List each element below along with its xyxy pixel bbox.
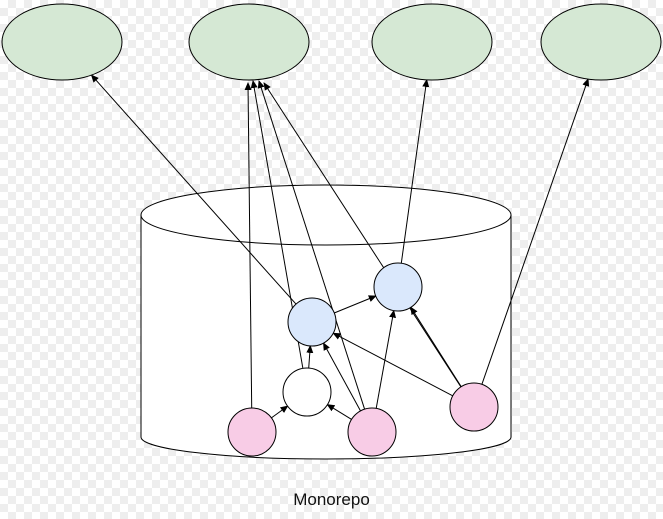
target-node-2[interactable] [188,3,310,81]
cylinder-top [140,184,512,246]
white-node[interactable] [282,367,332,417]
pink-node-middle[interactable] [347,407,397,457]
edge-p2-to-w1 [326,404,352,420]
edge-p2-to-b2 [375,309,397,409]
nodes-layer [1,3,662,457]
edge-b1-to-b2 [334,295,377,314]
edge-p2-to-b1 [323,342,361,412]
pink-node-right[interactable] [449,382,499,432]
monorepo-label: Monorepo [293,490,370,509]
edge-p3-to-t2 [263,82,462,388]
edge-b1-to-t1 [90,74,297,305]
edge-p3-to-b2 [410,306,462,387]
target-node-4[interactable] [540,3,662,81]
edge-p1-to-t2 [244,82,253,409]
edge-p3-to-t4 [481,78,590,385]
blue-node-right[interactable] [373,262,423,312]
edges-layer [90,74,590,420]
edge-w1-to-b1 [306,344,314,369]
target-node-3[interactable] [371,3,493,81]
pink-node-left[interactable] [227,407,277,457]
edge-b2-to-t3 [400,78,430,264]
blue-node-left[interactable] [287,297,337,347]
edge-p3-to-b1 [332,332,453,397]
edge-p2-to-t2 [257,80,366,410]
edge-p1-to-w1 [271,405,289,419]
target-node-1[interactable] [1,3,123,81]
